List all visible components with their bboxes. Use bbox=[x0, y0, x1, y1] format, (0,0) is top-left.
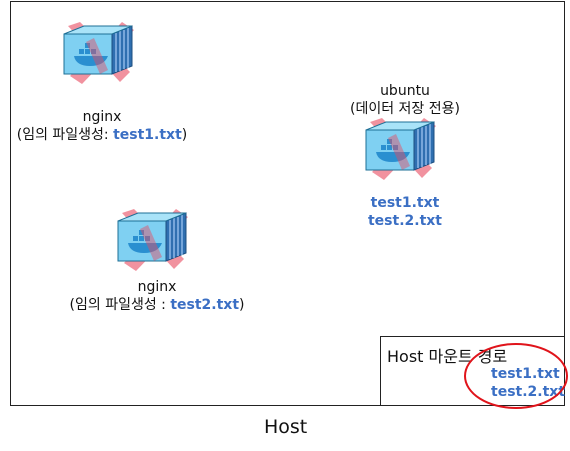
container-subtitle: (데이터 저장 전용) bbox=[350, 101, 460, 117]
container-name: nginx bbox=[137, 279, 177, 295]
container-nginx-2-label: nginx (임의 파일생성 : test2.txt) bbox=[52, 278, 262, 314]
host-caption: Host bbox=[264, 416, 308, 438]
file-name: test1.txt bbox=[370, 195, 440, 211]
container-name: ubuntu bbox=[380, 83, 430, 99]
highlight-ring bbox=[464, 343, 568, 409]
docker-container-icon bbox=[63, 22, 135, 85]
file-name: test1.txt bbox=[113, 127, 182, 143]
docker-container-icon bbox=[365, 118, 437, 181]
container-ubuntu-files: test1.txt test.2.txt bbox=[355, 194, 455, 230]
docker-container-icon bbox=[117, 209, 189, 272]
container-ubuntu-label: ubuntu (데이터 저장 전용) bbox=[340, 82, 470, 118]
container-note: (임의 파일생성: test1.txt) bbox=[16, 127, 188, 143]
file-name: test2.txt bbox=[170, 297, 240, 313]
host-boundary bbox=[10, 1, 565, 406]
container-nginx-1-label: nginx (임의 파일생성: test1.txt) bbox=[0, 108, 204, 144]
container-name: nginx bbox=[82, 109, 122, 125]
file-name: test.2.txt bbox=[367, 213, 442, 229]
container-note: (임의 파일생성 : test2.txt) bbox=[69, 297, 245, 313]
